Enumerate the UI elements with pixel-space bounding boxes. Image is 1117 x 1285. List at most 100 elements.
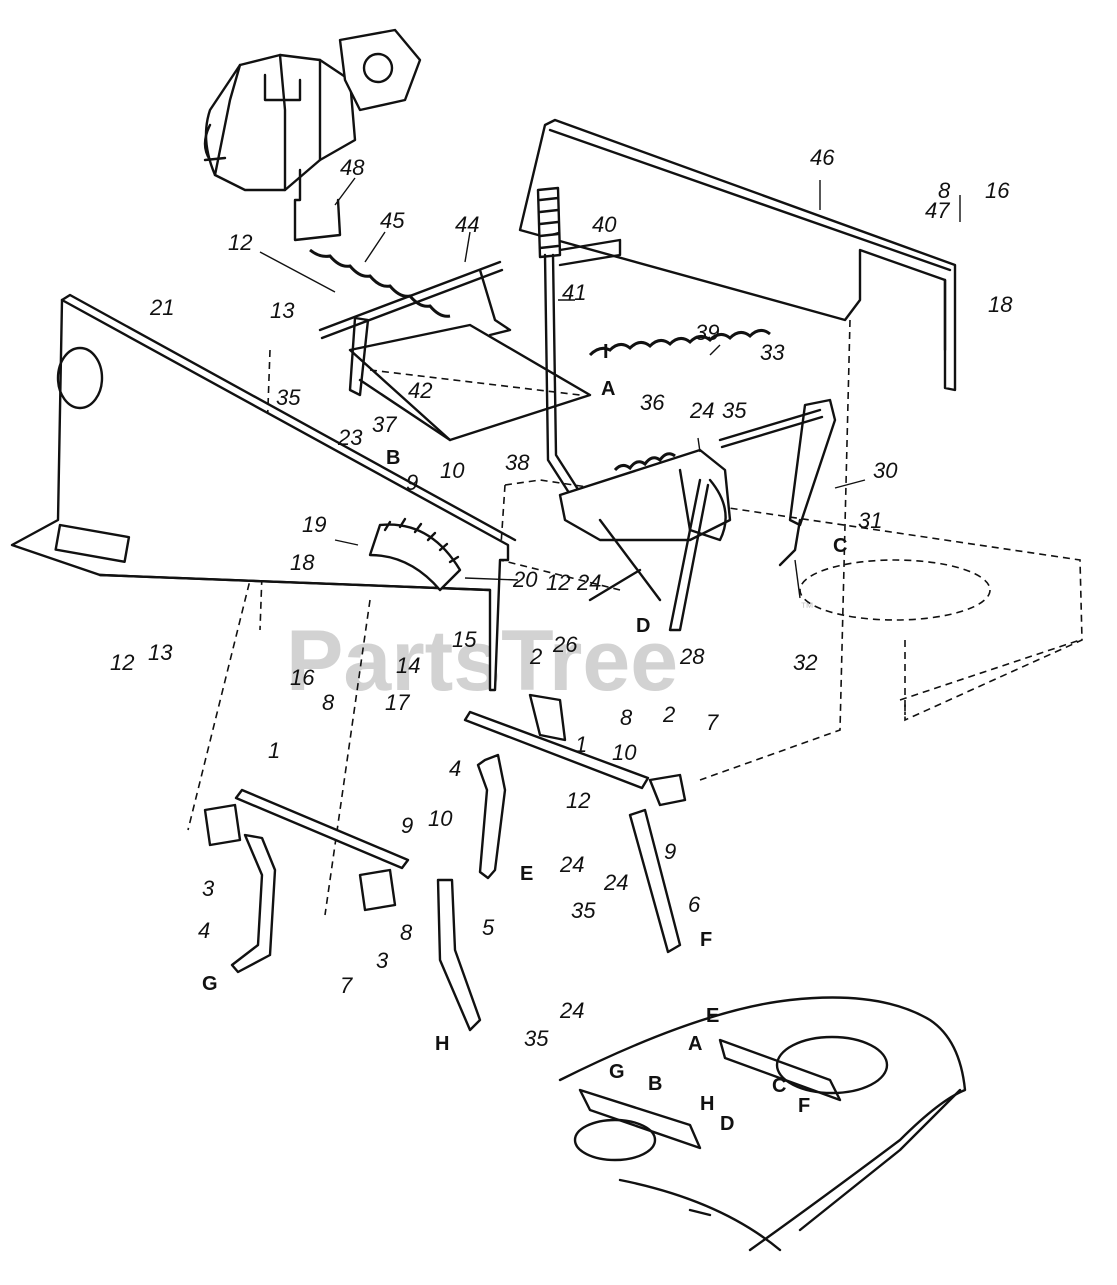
callout-35: 35 bbox=[722, 398, 747, 423]
callout-24: 24 bbox=[559, 852, 584, 877]
connection-letter-i: I bbox=[603, 341, 609, 363]
connection-letter-d: D bbox=[720, 1113, 734, 1135]
frame-outline bbox=[187, 319, 1083, 916]
callout-15: 15 bbox=[452, 627, 477, 652]
connection-letter-a: A bbox=[601, 378, 615, 400]
rear-panel-46 bbox=[518, 118, 957, 392]
callout-1: 1 bbox=[575, 732, 587, 757]
callout-2: 2 bbox=[662, 702, 675, 727]
callout-35: 35 bbox=[571, 898, 596, 923]
callout-10: 10 bbox=[440, 458, 465, 483]
callout-9: 9 bbox=[406, 470, 418, 495]
callout-24: 24 bbox=[603, 870, 628, 895]
callout-3: 3 bbox=[376, 948, 389, 973]
callout-13: 13 bbox=[148, 640, 173, 665]
callout-12: 12 bbox=[110, 650, 134, 675]
arm-4-right bbox=[476, 753, 507, 880]
callout-9: 9 bbox=[401, 813, 413, 838]
arm-6 bbox=[628, 808, 682, 954]
callout-47: 47 bbox=[925, 198, 950, 223]
callout-13: 13 bbox=[270, 298, 295, 323]
callout-46: 46 bbox=[810, 145, 835, 170]
callout-24: 24 bbox=[559, 998, 584, 1023]
callout-14: 14 bbox=[396, 653, 420, 678]
callout-41: 41 bbox=[562, 280, 586, 305]
callout-5: 5 bbox=[482, 915, 495, 940]
callout-45: 45 bbox=[380, 208, 405, 233]
callout-21: 21 bbox=[149, 295, 174, 320]
callout-1: 1 bbox=[268, 738, 280, 763]
callout-20: 20 bbox=[512, 567, 538, 592]
connection-letter-a: A bbox=[688, 1033, 702, 1055]
lift-shaft-44 bbox=[309, 248, 512, 397]
callout-10: 10 bbox=[428, 806, 453, 831]
callout-12: 12 bbox=[566, 788, 590, 813]
callout-18: 18 bbox=[988, 292, 1013, 317]
callout-33: 33 bbox=[760, 340, 785, 365]
callout-17: 17 bbox=[385, 690, 410, 715]
callout-16: 16 bbox=[985, 178, 1010, 203]
callout-7: 7 bbox=[340, 973, 353, 998]
callout-24: 24 bbox=[576, 570, 601, 595]
callout-7: 7 bbox=[706, 710, 719, 735]
connection-letter-g: G bbox=[202, 973, 218, 995]
connection-letter-c: C bbox=[833, 535, 847, 557]
lift-link-1-left bbox=[203, 788, 410, 912]
callout-12: 12 bbox=[228, 230, 252, 255]
connection-letter-e: E bbox=[706, 1005, 719, 1027]
callout-8: 8 bbox=[400, 920, 413, 945]
callout-30: 30 bbox=[873, 458, 898, 483]
spring-36 bbox=[613, 452, 676, 472]
callout-12: 12 bbox=[546, 570, 570, 595]
shaft-33-arm-30 bbox=[718, 398, 837, 567]
watermark-text: PartsTree bbox=[286, 613, 678, 709]
connection-letter-d: D bbox=[636, 615, 650, 637]
arm-4-left bbox=[230, 833, 277, 974]
callout-4: 4 bbox=[449, 756, 461, 781]
callout-23: 23 bbox=[337, 425, 363, 450]
spring-39 bbox=[588, 329, 771, 357]
dash-panel-21 bbox=[10, 293, 517, 692]
callout-10: 10 bbox=[612, 740, 637, 765]
callout-44: 44 bbox=[455, 212, 479, 237]
connection-letter-b: B bbox=[386, 447, 400, 469]
callout-31: 31 bbox=[858, 508, 882, 533]
callout-9: 9 bbox=[664, 839, 676, 864]
callout-26: 26 bbox=[552, 632, 578, 657]
callout-8: 8 bbox=[620, 705, 633, 730]
callout-38: 38 bbox=[505, 450, 530, 475]
callout-32: 32 bbox=[793, 650, 817, 675]
callout-35: 35 bbox=[524, 1026, 549, 1051]
lift-link-1-right bbox=[463, 693, 687, 807]
sector-plate-20 bbox=[368, 517, 462, 592]
connection-letter-f: F bbox=[798, 1095, 810, 1117]
callout-28: 28 bbox=[679, 644, 705, 669]
callout-18: 18 bbox=[290, 550, 315, 575]
connection-letter-b: B bbox=[648, 1073, 662, 1095]
callout-35: 35 bbox=[276, 385, 301, 410]
callout-8: 8 bbox=[938, 178, 951, 203]
arm-5 bbox=[436, 878, 482, 1032]
callout-3: 3 bbox=[202, 876, 215, 901]
connection-letter-f: F bbox=[700, 929, 712, 951]
callout-42: 42 bbox=[408, 378, 432, 403]
callout-16: 16 bbox=[290, 665, 315, 690]
callout-19: 19 bbox=[302, 512, 326, 537]
callout-4: 4 bbox=[198, 918, 210, 943]
callout-6: 6 bbox=[688, 892, 701, 917]
connection-letter-h: H bbox=[435, 1033, 449, 1055]
leader-lines bbox=[259, 177, 961, 599]
callout-24: 24 bbox=[689, 398, 714, 423]
connection-letter-e: E bbox=[520, 863, 533, 885]
mower-deck bbox=[558, 996, 967, 1252]
callout-39: 39 bbox=[695, 320, 719, 345]
callout-48: 48 bbox=[340, 155, 365, 180]
connection-letter-h: H bbox=[700, 1093, 714, 1115]
watermark-trademark: ™ bbox=[800, 599, 814, 615]
lift-plate-38 bbox=[348, 323, 592, 442]
callout-8: 8 bbox=[322, 690, 335, 715]
callout-36: 36 bbox=[640, 390, 665, 415]
